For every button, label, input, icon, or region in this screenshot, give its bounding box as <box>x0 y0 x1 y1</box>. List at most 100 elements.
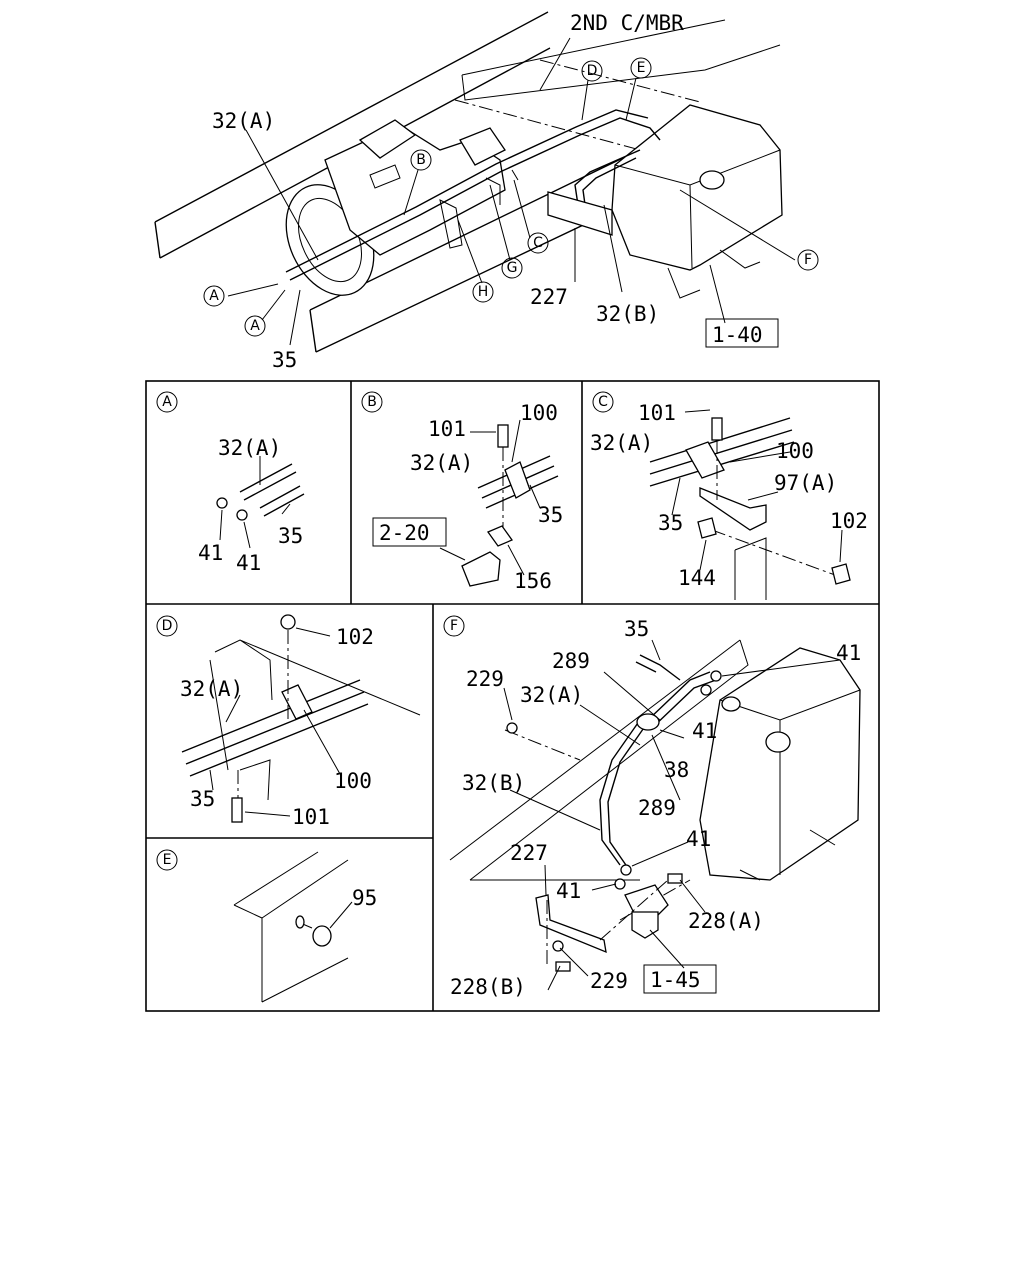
label-101: 101 <box>292 805 330 829</box>
svg-text:G: G <box>507 260 518 276</box>
pipe-35 <box>635 654 681 681</box>
panel-d: D 102 32(A) 100 35 101 <box>156 614 421 829</box>
svg-text:H: H <box>478 284 489 300</box>
callout-b: B <box>410 149 432 171</box>
label-95: 95 <box>352 886 377 910</box>
label-156: 156 <box>514 569 552 593</box>
fuel-line-32a <box>289 117 661 281</box>
label-289-a: 289 <box>552 649 590 673</box>
pipe-32a <box>239 463 297 501</box>
label-100: 100 <box>334 769 372 793</box>
clip-41-a <box>216 497 228 509</box>
callout-h: H <box>472 281 494 303</box>
panel-c-id: C <box>592 391 614 413</box>
label-102: 102 <box>336 625 374 649</box>
bolt-144 <box>697 517 717 539</box>
ref-box-1-40 <box>705 318 779 348</box>
clip-41-c <box>620 864 632 876</box>
label-229-a: 229 <box>466 667 504 691</box>
frame-clips <box>439 169 519 249</box>
label-35: 35 <box>658 511 683 535</box>
label-227: 227 <box>510 841 548 865</box>
label-32a: 32(A) <box>520 683 583 707</box>
label-41-b: 41 <box>692 719 717 743</box>
nut-229-a <box>506 722 518 734</box>
svg-text:B: B <box>416 152 426 168</box>
panel-b-id: B <box>361 391 383 413</box>
panel-d-id: D <box>156 615 178 637</box>
bolt-101 <box>231 797 243 823</box>
svg-text:F: F <box>450 618 458 634</box>
callout-e: E <box>630 57 652 79</box>
callout-a-1: A <box>203 285 225 307</box>
label-32a: 32(A) <box>410 451 473 475</box>
ref-2-20: 2-20 <box>379 521 430 545</box>
fuel-filter <box>624 884 669 939</box>
svg-text:A: A <box>162 394 172 410</box>
label-35: 35 <box>538 503 563 527</box>
label-102: 102 <box>830 509 868 533</box>
label-32a: 32(A) <box>218 436 281 460</box>
fuel-tank <box>611 104 783 299</box>
label-41-b: 41 <box>236 551 261 575</box>
label-38: 38 <box>664 758 689 782</box>
frame-member <box>233 851 349 1003</box>
label-228a: 228(A) <box>688 909 764 933</box>
panel-f: F 35 289 <box>443 615 861 999</box>
label-41-a: 41 <box>198 541 223 565</box>
bolt-101 <box>711 417 723 441</box>
label-35: 35 <box>278 524 303 548</box>
label-41-c: 41 <box>686 827 711 851</box>
ref-box-1-45 <box>643 964 717 994</box>
label-144: 144 <box>678 566 716 590</box>
pipes <box>181 679 369 777</box>
frame-member <box>209 639 421 771</box>
header-2nd-cmbr: 2ND C/MBR <box>570 11 684 35</box>
frame-rail <box>449 639 749 881</box>
fuel-tank <box>699 647 861 881</box>
svg-text:E: E <box>163 852 172 868</box>
panel-a-id: A <box>156 391 178 413</box>
label-101: 101 <box>638 401 676 425</box>
label-35: 35 <box>190 787 215 811</box>
svg-text:A: A <box>250 318 260 334</box>
panel-f-id: F <box>443 615 465 637</box>
ref-1-45: 1-45 <box>650 968 701 992</box>
grommet-stem <box>295 915 305 929</box>
frame-centerline <box>454 59 701 151</box>
main-leaders <box>227 37 796 346</box>
pipe-35 <box>259 485 305 517</box>
clip-41-d <box>614 878 626 890</box>
hose-38 <box>636 713 660 731</box>
clamp-100 <box>281 684 313 720</box>
fuel-line-35 <box>285 109 649 273</box>
label-41-d: 41 <box>556 879 581 903</box>
label-35: 35 <box>272 348 297 372</box>
ref-box-2-20 <box>372 517 447 547</box>
svg-text:D: D <box>587 63 598 79</box>
svg-text:C: C <box>533 235 543 251</box>
bolt-228b <box>555 961 571 972</box>
label-32b: 32(B) <box>462 771 525 795</box>
label-32a: 32(A) <box>212 109 275 133</box>
clamp-100 <box>685 441 725 479</box>
panel-e-id: E <box>156 849 178 871</box>
svg-text:B: B <box>367 394 377 410</box>
label-32a: 32(A) <box>180 677 243 701</box>
label-32a: 32(A) <box>590 431 653 455</box>
label-100: 100 <box>776 439 814 463</box>
label-100: 100 <box>520 401 558 425</box>
label-101: 101 <box>428 417 466 441</box>
bolt-228a <box>667 873 683 884</box>
panel-b: B 101 100 32(A) 35 2-20 156 <box>361 391 563 593</box>
callout-g: G <box>501 257 523 279</box>
pipe-32b <box>607 721 649 869</box>
pipe-32a <box>599 719 641 866</box>
svg-text:C: C <box>598 394 608 410</box>
label-41-a: 41 <box>836 641 861 665</box>
clip-41-b <box>236 509 248 521</box>
clip-41-b <box>700 684 712 696</box>
nut-102 <box>831 563 851 585</box>
callout-d: D <box>581 60 603 82</box>
